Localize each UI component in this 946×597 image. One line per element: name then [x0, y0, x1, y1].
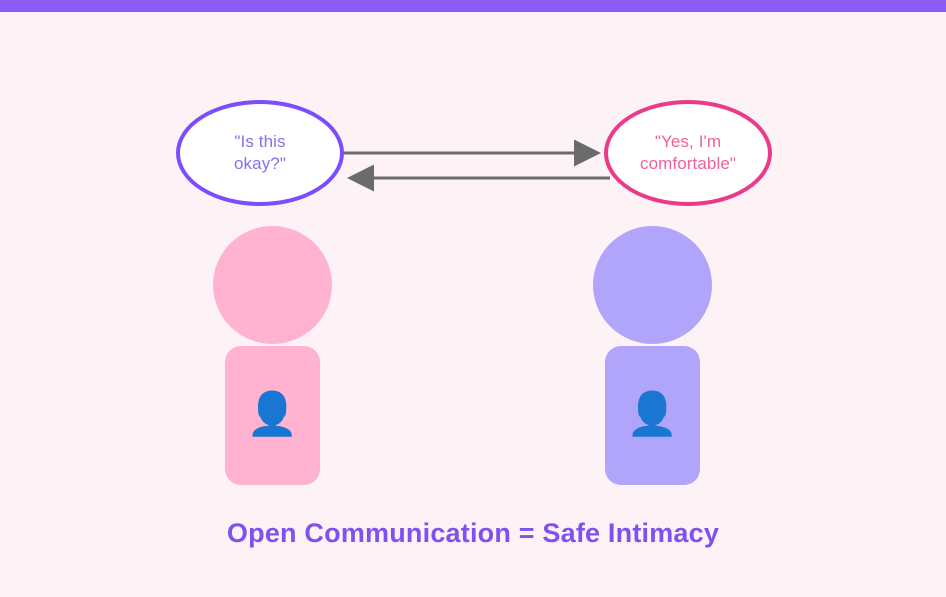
speech-bubble-right-text: "Yes, I'm comfortable": [639, 131, 737, 173]
person-icon: 👤: [626, 389, 679, 437]
person-body-right: 👤: [605, 346, 700, 485]
person-head-right: [593, 226, 712, 344]
top-accent-bar: [0, 0, 946, 12]
speech-bubble-left-text: "Is this okay?": [234, 131, 286, 173]
person-body-left: 👤: [225, 346, 320, 485]
person-icon: 👤: [246, 389, 299, 437]
person-head-left: [213, 226, 332, 344]
diagram-caption: Open Communication = Safe Intimacy: [226, 518, 720, 548]
speech-bubble-right: "Yes, I'm comfortable": [604, 100, 772, 206]
speech-bubble-left: "Is this okay?": [176, 100, 344, 206]
